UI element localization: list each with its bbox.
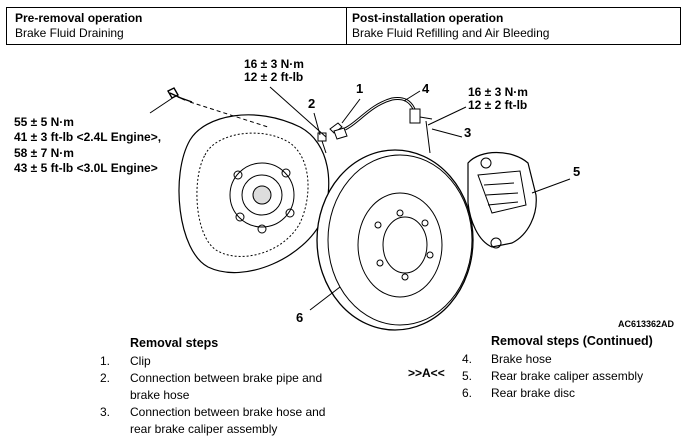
step-text: Connection between brake pipe and brake … [130, 371, 323, 402]
torque-left-line2: 41 ± 3 ft-lb <2.4L Engine>, [14, 130, 162, 144]
removal-step: 2. Connection between brake pipe and bra… [100, 370, 340, 404]
brake-disc-bore [382, 216, 428, 274]
removal-steps-left: Removal steps 1. Clip 2. Connection betw… [100, 335, 340, 438]
step-text: Brake hose [491, 352, 552, 366]
pre-removal-cell: Pre-removal operation Brake Fluid Draini… [7, 8, 347, 44]
caliper-bolt [490, 237, 502, 249]
step-number: 5. [462, 369, 473, 383]
callout-2: 2 [308, 96, 316, 111]
step-text: Rear brake caliper assembly [491, 369, 644, 383]
disc-hole [376, 259, 384, 267]
brake-assembly-diagram: 16 ± 3 N·m 12 ± 2 ft-lb 16 ± 3 N·m 12 ± … [0, 45, 688, 335]
disc-hole [374, 221, 382, 229]
removal-steps-title: Removal steps [130, 336, 219, 350]
removal-step: 3. Connection between brake hose and rea… [100, 404, 340, 438]
union [333, 127, 348, 140]
leader-torque-right [427, 106, 467, 126]
leader-5 [531, 178, 571, 194]
torque-right-nm: 16 ± 3 N·m [468, 85, 528, 99]
brake-pipe [344, 97, 416, 131]
pre-removal-text: Brake Fluid Draining [15, 26, 124, 40]
leader-3 [431, 128, 463, 138]
brake-disc-hat [357, 192, 443, 298]
callout-6: 6 [296, 310, 304, 325]
torque-left-line1: 55 ± 5 N·m [14, 115, 74, 129]
clip [329, 122, 343, 134]
torque-right-ftlb: 12 ± 2 ft-lb [468, 98, 528, 112]
leader-2 [313, 112, 321, 136]
brake-pipe-inner [344, 98, 415, 130]
step-number: 2. [100, 371, 111, 385]
caliper-body [467, 152, 537, 248]
procedure-reference-a: >>A<< [408, 366, 445, 380]
step-number: 6. [462, 386, 473, 400]
disc-hole [421, 219, 429, 227]
torque-top-ftlb: 12 ± 2 ft-lb [244, 70, 304, 84]
removal-step: 4. Brake hose [462, 351, 682, 368]
hub-stud [233, 170, 243, 180]
leader-4 [403, 90, 421, 102]
brake-disc-rim [327, 154, 473, 326]
hose-fitting [409, 108, 421, 124]
figure-code: AC613362AD [618, 319, 675, 329]
step-text: Clip [130, 354, 151, 368]
brake-disc-outer [316, 149, 474, 331]
leader-torque-left [149, 96, 175, 114]
callout-4: 4 [422, 81, 430, 96]
step-number: 3. [100, 405, 111, 419]
post-installation-heading: Post-installation operation [352, 11, 504, 25]
removal-step: 5. Rear brake caliper assembly [462, 368, 682, 385]
dust-shield-inner [196, 132, 309, 257]
post-installation-text: Brake Fluid Refilling and Air Bleeding [352, 26, 550, 40]
disc-hole [396, 209, 404, 217]
removal-step: 6. Rear brake disc [462, 385, 682, 402]
leader-6 [309, 286, 341, 311]
callout-3: 3 [464, 125, 472, 140]
hose-end [419, 116, 433, 154]
hub-stud [285, 208, 295, 218]
post-installation-cell: Post-installation operation Brake Fluid … [347, 8, 680, 44]
hub-stud [257, 224, 267, 234]
caliper-bolt [480, 157, 492, 169]
torque-top-nm: 16 ± 3 N·m [244, 57, 304, 71]
hub-mid [241, 174, 283, 216]
step-text: Rear brake disc [491, 386, 576, 400]
step-text: Connection between brake hose and rear b… [130, 405, 326, 436]
operations-table: Pre-removal operation Brake Fluid Draini… [6, 7, 681, 45]
diagram-artwork [149, 86, 571, 331]
callout-5: 5 [573, 164, 581, 179]
leader-torque-top [269, 86, 327, 138]
mount-bolt [167, 87, 193, 103]
pipe-connector [317, 132, 327, 154]
torque-left-line4: 43 ± 5 ft-lb <3.0L Engine> [14, 161, 158, 175]
removal-steps-right: Removal steps (Continued) 4. Brake hose … [462, 333, 682, 402]
step-number: 1. [100, 354, 111, 368]
hub-center [252, 185, 272, 205]
hub-stud [281, 168, 291, 178]
pre-removal-heading: Pre-removal operation [15, 11, 143, 25]
removal-step: 1. Clip [100, 353, 340, 370]
disc-hole [426, 251, 434, 259]
step-number: 4. [462, 352, 473, 366]
caliper-detail [477, 170, 527, 214]
removal-steps-continued-title: Removal steps (Continued) [491, 334, 653, 348]
callout-1: 1 [356, 81, 364, 96]
disc-hole [401, 273, 409, 281]
caliper-fins [483, 182, 519, 206]
hub-stud [235, 212, 245, 222]
leader-1 [341, 98, 361, 124]
torque-left-line3: 58 ± 7 N·m [14, 146, 74, 160]
